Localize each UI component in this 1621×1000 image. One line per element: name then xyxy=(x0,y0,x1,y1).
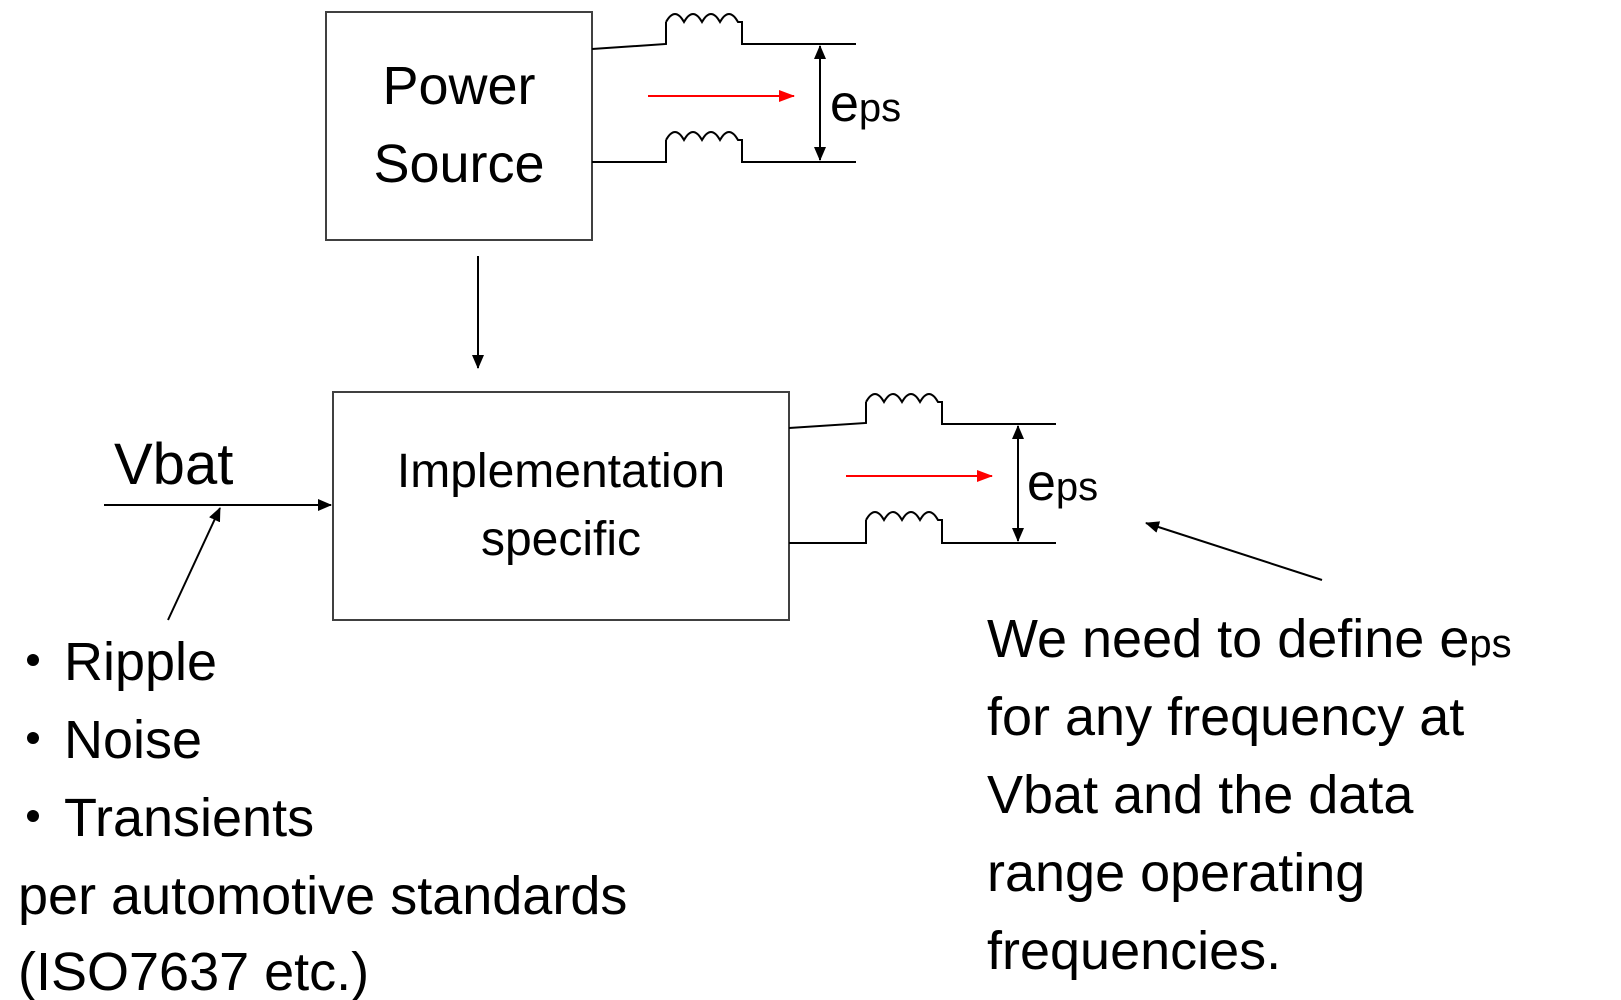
note-line1: We need to define eps xyxy=(987,609,1512,669)
disturbance-pointer-arrow xyxy=(167,507,221,621)
inductor-coil xyxy=(665,131,856,163)
note-eps-subscript: ps xyxy=(1469,622,1511,666)
note-line5: frequencies. xyxy=(987,921,1281,981)
standards-line: per automotive standards xyxy=(18,866,627,926)
note-line1-text: We need to define xyxy=(987,609,1439,669)
disturbance-list: Ripple Noise Transients per automotive s… xyxy=(18,632,627,1000)
eps-main: e xyxy=(1027,454,1056,512)
power-source-box xyxy=(325,11,593,241)
power-source-block: Power Source xyxy=(325,11,593,241)
implementation-block: Implementation specific xyxy=(332,391,790,621)
note-line3: Vbat and the data xyxy=(987,765,1414,825)
note-line4: range operating xyxy=(987,843,1365,903)
definition-note: We need to define eps for any frequency … xyxy=(987,609,1512,981)
bullet-dot xyxy=(27,810,39,822)
vbat-label: Vbat xyxy=(114,432,233,497)
eps-label-top: eps xyxy=(830,75,901,133)
inductor-coil xyxy=(665,13,856,45)
bullet-dot xyxy=(27,732,39,744)
note-pointer-arrow xyxy=(1145,521,1323,581)
eps-subscript: ps xyxy=(859,86,901,130)
power-source-label-line1: Power xyxy=(382,56,535,116)
bullet-transients: Transients xyxy=(64,788,314,848)
bullet-ripple: Ripple xyxy=(64,632,217,692)
eps-main: e xyxy=(830,75,859,133)
eps-subscript: ps xyxy=(1056,465,1098,509)
note-line2: for any frequency at xyxy=(987,687,1464,747)
power-source-upper-conductor xyxy=(591,13,856,50)
eps-label-bottom: eps xyxy=(1027,454,1098,512)
inductor-coil xyxy=(865,511,1056,544)
inductor-coil xyxy=(865,393,1056,425)
bullet-dot xyxy=(27,654,39,666)
implementation-box xyxy=(332,391,790,621)
implementation-lower-conductor xyxy=(789,511,1056,544)
bullet-noise: Noise xyxy=(64,710,202,770)
note-eps-main: e xyxy=(1439,609,1469,669)
implementation-upper-conductor xyxy=(788,393,1056,429)
implementation-label-line1: Implementation xyxy=(397,445,725,498)
implementation-label-line2: specific xyxy=(481,513,641,566)
power-source-label-line2: Source xyxy=(373,134,544,194)
standards-reference: (ISO7637 etc.) xyxy=(18,942,369,1000)
power-source-lower-conductor xyxy=(592,131,856,163)
